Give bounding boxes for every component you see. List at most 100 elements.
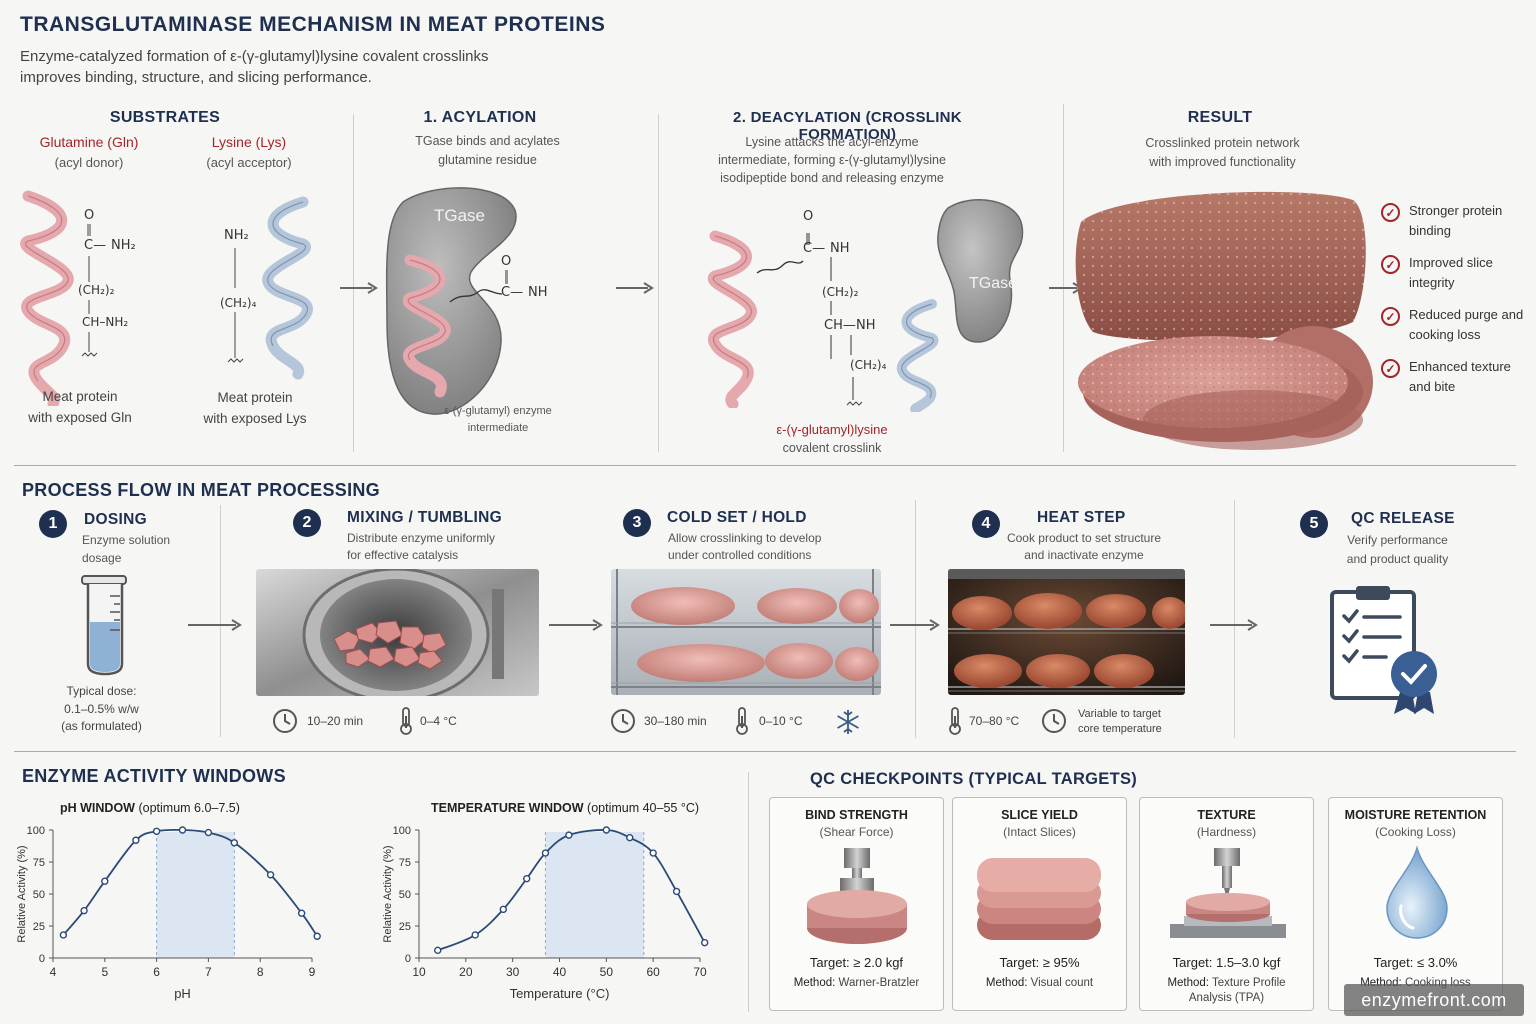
acylation-chem-nh: NH xyxy=(528,285,548,300)
oven-photo xyxy=(948,569,1185,695)
acylation-caption-2: intermediate xyxy=(467,422,529,434)
deacylation-chem-nh2: NH xyxy=(856,318,876,333)
ph-y-tick-label: 50 xyxy=(33,889,45,901)
ph-data-point xyxy=(152,827,161,835)
process-arrow-2 xyxy=(549,619,603,631)
cold-hold-rack-photo xyxy=(611,569,881,695)
deacylation-lys-helix-icon xyxy=(897,299,939,412)
deacylation-chem-c: C— xyxy=(803,241,826,256)
benefit-2: ✓Improved slice integrity xyxy=(1381,253,1529,293)
ph-x-tick-label: 4 xyxy=(50,965,57,979)
water-drop-icon xyxy=(1386,845,1448,939)
check-icon: ✓ xyxy=(1381,203,1400,222)
temp-x-tick-label: 30 xyxy=(506,965,520,979)
qc-card-target: Target: ≤ 3.0% xyxy=(1373,955,1458,970)
step-4-title: HEAT STEP xyxy=(1037,509,1126,526)
clock-icon xyxy=(1042,709,1066,733)
step-1-note-3: (as formulated) xyxy=(61,719,142,733)
qc-card-title: SLICE YIELD xyxy=(1001,808,1078,822)
step-3-time: 30–180 min xyxy=(644,714,707,728)
qc-card-title: MOISTURE RETENTION xyxy=(1344,808,1487,822)
deacylation-enzyme-label: TGase xyxy=(969,275,1018,292)
gln-chem-ch-nh2: CH–NH₂ xyxy=(82,315,129,329)
step-4-note-1: Variable to target xyxy=(1078,708,1161,720)
process-arrow-3 xyxy=(890,619,940,631)
ph-y-axis-label: Relative Activity (%) xyxy=(16,845,28,942)
deacylation-chem-ch: CH— xyxy=(824,318,856,333)
lys-protein-helix-icon xyxy=(262,196,313,380)
ph-data-point xyxy=(204,828,213,837)
divider-1 xyxy=(353,114,354,452)
lys-chem-ch2: (CH₂)₄ xyxy=(220,296,257,310)
step-2-temp: 0–4 °C xyxy=(420,714,457,728)
lys-caption-2: with exposed Lys xyxy=(203,411,307,426)
clock-icon xyxy=(611,709,635,733)
qc-card-title: BIND STRENGTH xyxy=(805,808,908,822)
step-2-number: 2 xyxy=(293,509,321,537)
acylation-desc-1: TGase binds and acylates xyxy=(415,134,560,148)
acylation-desc-2: glutamine residue xyxy=(438,153,537,167)
step-1-desc-1: Enzyme solution xyxy=(82,533,171,547)
gln-chem-nh2: NH₂ xyxy=(111,238,136,253)
temp-data-point xyxy=(499,905,508,914)
qc-card-method-value: Visual count xyxy=(1030,977,1094,989)
qc-card-method: Method: Texture Profile Analysis (TPA) xyxy=(1140,976,1313,1006)
step-3-number: 3 xyxy=(623,509,651,537)
temp-x-tick-label: 70 xyxy=(693,965,707,979)
ph-data-point xyxy=(266,871,275,879)
thermometer-icon xyxy=(400,707,412,735)
ph-chart-title: pH WINDOW (optimum 6.0–7.5) xyxy=(60,801,240,815)
step-3-title: COLD SET / HOLD xyxy=(667,509,807,526)
step-3-desc-1: Allow crosslinking to develop xyxy=(668,531,822,545)
clock-icon xyxy=(273,709,297,733)
benefit-3: ✓Reduced purge and cooking loss xyxy=(1381,305,1529,345)
watermark: enzymefront.com xyxy=(1344,984,1524,1016)
thermometer-icon xyxy=(736,707,748,735)
benefit-3-text: Reduced purge and cooking loss xyxy=(1409,307,1524,342)
step-1-note-2: 0.1–0.5% w/w xyxy=(64,702,139,716)
acylation-enzyme-label: TGase xyxy=(434,206,486,225)
temp-data-point xyxy=(626,833,634,842)
temp-data-point xyxy=(565,831,573,839)
ph-x-tick-label: 6 xyxy=(153,965,160,979)
lys-chem-bonds xyxy=(227,248,244,363)
step-1-title: DOSING xyxy=(84,511,147,528)
gln-chem-ch2: (CH₂)₂ xyxy=(78,283,115,297)
acylation-caption-1: ε-(γ-glutamyl) enzyme xyxy=(444,405,552,417)
lys-caption-1: Meat protein xyxy=(217,390,293,405)
process-arrow-1 xyxy=(188,619,242,631)
qc-card-target: Target: ≥ 95% xyxy=(999,955,1080,970)
temp-y-tick-label: 0 xyxy=(405,953,411,965)
check-icon: ✓ xyxy=(1381,359,1400,378)
ph-data-point xyxy=(59,931,68,939)
ph-x-tick-label: 7 xyxy=(205,965,212,979)
crosslink-caption-1: ε-(γ-glutamyl)lysine xyxy=(776,422,888,437)
ph-data-point xyxy=(178,826,187,834)
ph-data-point xyxy=(101,877,109,885)
gln-role: (acyl donor) xyxy=(54,155,124,170)
clipboard-checklist-icon xyxy=(1330,586,1437,714)
step-3-temp: 0–10 °C xyxy=(759,714,803,728)
temp-y-tick-label: 100 xyxy=(393,825,411,837)
temp-data-point xyxy=(434,946,442,955)
ph-data-point xyxy=(313,932,321,940)
temp-x-tick-label: 50 xyxy=(600,965,614,979)
crosslink-caption-2: covalent crosslink xyxy=(782,441,882,455)
step-5-number: 5 xyxy=(1300,510,1328,538)
ph-data-point xyxy=(80,906,88,915)
gln-chem-bonds xyxy=(81,224,98,357)
texture-analyzer-icon xyxy=(1170,848,1286,938)
acylation-helix-icon xyxy=(402,254,451,398)
substrates-title: SUBSTRATES xyxy=(109,109,221,126)
temp-x-axis-label: Temperature (°C) xyxy=(510,986,610,1001)
snowflake-icon xyxy=(837,710,859,734)
step-4-desc-2: and inactivate enzyme xyxy=(1024,548,1144,562)
stacked-slices-icon xyxy=(977,858,1101,940)
temp-data-point xyxy=(471,931,479,939)
deacylation-desc-1: Lysine attacks the acyl-enzyme xyxy=(745,135,919,149)
process-arrow-4 xyxy=(1210,619,1258,631)
ph-x-tick-label: 5 xyxy=(101,965,108,979)
sliced-meat-log-image xyxy=(1075,191,1373,450)
gln-protein-helix-icon xyxy=(20,190,74,406)
